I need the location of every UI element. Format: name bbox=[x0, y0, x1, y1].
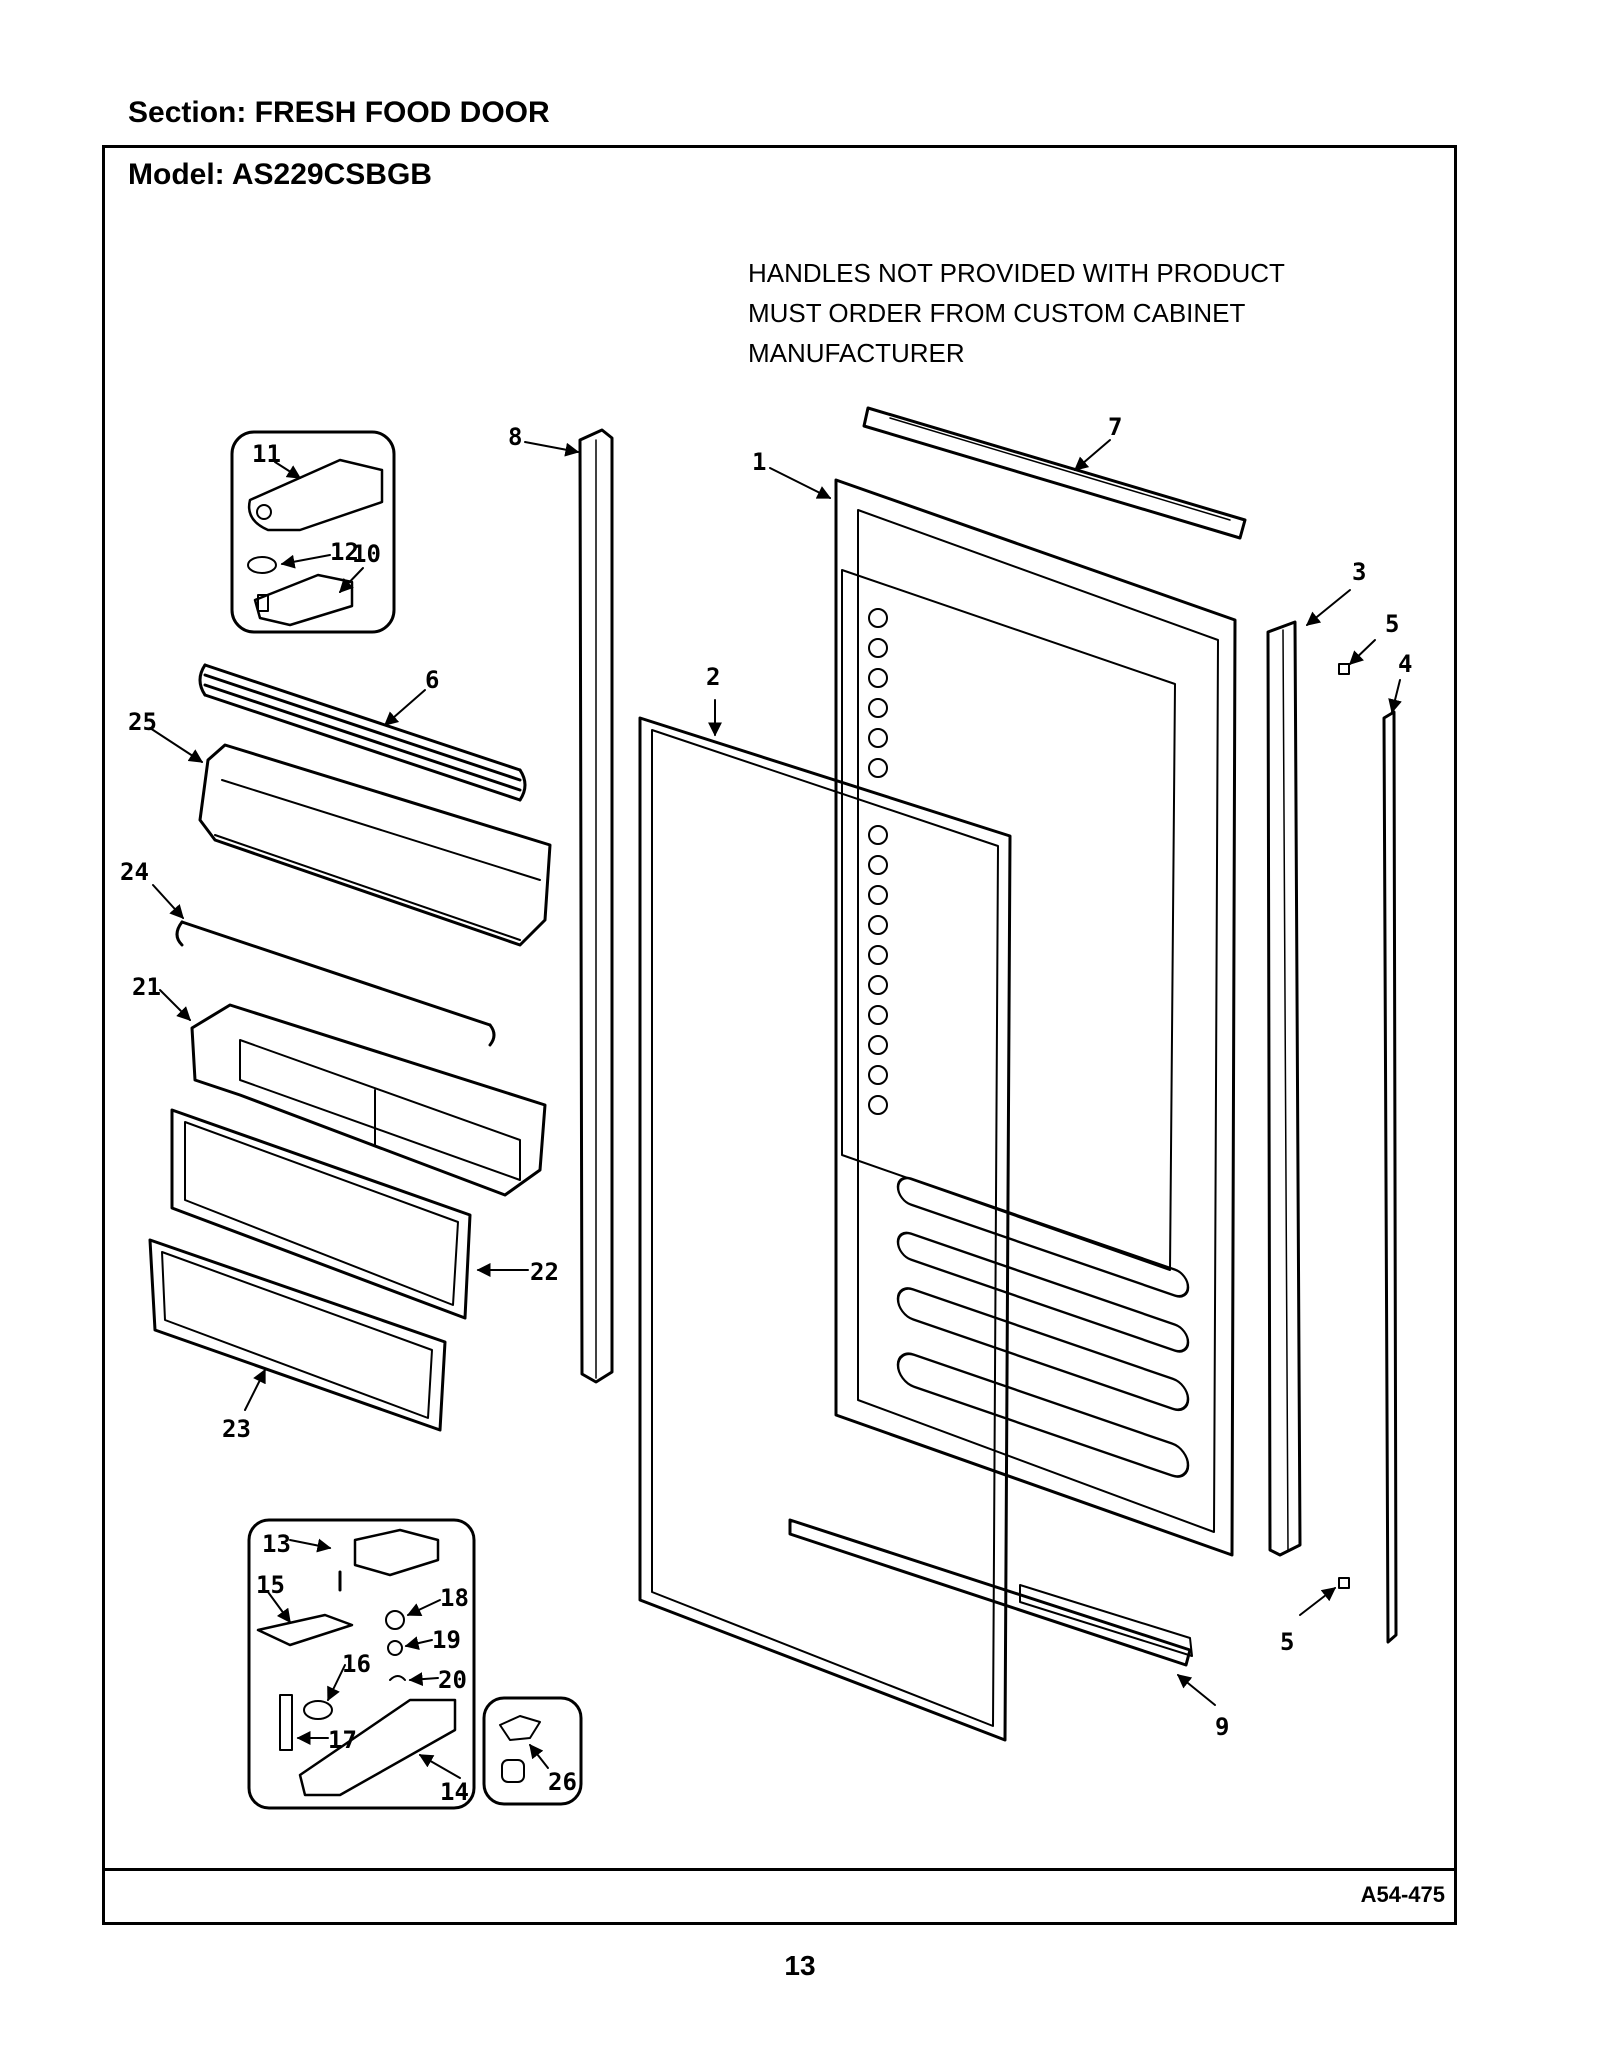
leader-19 bbox=[404, 1636, 433, 1650]
part-22-bin-front bbox=[170, 1108, 472, 1320]
leader-7 bbox=[1073, 439, 1111, 471]
leader-11 bbox=[274, 461, 302, 479]
leader-26 bbox=[529, 1743, 549, 1769]
callout-23: 23 bbox=[222, 1415, 251, 1443]
leader-13 bbox=[289, 1538, 332, 1553]
leader-24 bbox=[152, 884, 184, 920]
callout-2: 2 bbox=[706, 663, 720, 691]
leader-10 bbox=[339, 567, 364, 594]
footer-divider bbox=[102, 1868, 1457, 1871]
part-25-upper-bin bbox=[198, 743, 552, 947]
callout-24: 24 bbox=[120, 858, 149, 886]
leader-5-upper bbox=[1348, 639, 1376, 665]
leader-18 bbox=[406, 1599, 441, 1616]
leader-5-lower bbox=[1299, 1587, 1337, 1616]
callout-12: 12 bbox=[330, 538, 359, 566]
callout-9: 9 bbox=[1215, 1713, 1229, 1741]
leader-15 bbox=[267, 1591, 291, 1624]
callout-25: 25 bbox=[128, 708, 157, 736]
part-21-lower-bin bbox=[190, 1003, 547, 1197]
part-8-hinge-strip bbox=[578, 428, 614, 1384]
lower-hinge-inset bbox=[247, 1518, 476, 1810]
leader-9 bbox=[1176, 1674, 1216, 1706]
part-26-inset bbox=[482, 1696, 583, 1806]
callout-22: 22 bbox=[530, 1258, 559, 1286]
callout-6: 6 bbox=[425, 666, 439, 694]
part-2-door-gasket bbox=[638, 716, 1012, 1742]
callout-5-upper: 5 bbox=[1385, 610, 1399, 638]
callout-26: 26 bbox=[548, 1768, 577, 1796]
part-6-bin-rail bbox=[198, 663, 527, 802]
leader-16 bbox=[327, 1664, 346, 1702]
callout-15: 15 bbox=[256, 1571, 285, 1599]
callout-7: 7 bbox=[1108, 413, 1122, 441]
model-title: Model: AS229CSBGB bbox=[128, 158, 432, 191]
callout-20: 20 bbox=[438, 1666, 467, 1694]
callout-18: 18 bbox=[440, 1584, 469, 1612]
part-5-clip-lower bbox=[1338, 1577, 1350, 1589]
leader-20 bbox=[408, 1672, 439, 1687]
leader-23 bbox=[244, 1368, 266, 1411]
leader-6 bbox=[383, 689, 426, 726]
leader-21 bbox=[159, 989, 191, 1021]
part-3-side-strip bbox=[1266, 620, 1302, 1557]
handle-note-line-1: HANDLES NOT PROVIDED WITH PRODUCT bbox=[748, 258, 1285, 288]
callout-3: 3 bbox=[1352, 558, 1366, 586]
figure-code: A54-475 bbox=[1360, 1882, 1445, 1907]
part-23-bin-front bbox=[148, 1238, 447, 1432]
leader-14 bbox=[418, 1754, 461, 1779]
callout-14: 14 bbox=[440, 1778, 469, 1806]
callout-10: 10 bbox=[352, 540, 381, 568]
callout-16: 16 bbox=[342, 1650, 371, 1678]
leader-1 bbox=[769, 467, 832, 499]
part-1-door-panel bbox=[834, 478, 1237, 1557]
leader-4 bbox=[1388, 679, 1402, 714]
section-title: Section: FRESH FOOD DOOR bbox=[128, 96, 550, 129]
callout-19: 19 bbox=[432, 1626, 461, 1654]
part-4-handle-trim bbox=[1382, 710, 1398, 1644]
part-7-top-trim bbox=[862, 406, 1247, 540]
leader-12 bbox=[280, 554, 331, 569]
callout-21: 21 bbox=[132, 973, 161, 1001]
leader-25 bbox=[149, 727, 204, 763]
callout-5-lower: 5 bbox=[1280, 1628, 1294, 1656]
leader-3 bbox=[1305, 589, 1351, 626]
part-24-bin-rail bbox=[175, 920, 496, 1047]
part-9-bottom-trim bbox=[788, 1518, 1193, 1667]
callout-17: 17 bbox=[328, 1726, 357, 1754]
handle-note-line-2: MUST ORDER FROM CUSTOM CABINET bbox=[748, 298, 1246, 328]
handle-note-line-3: MANUFACTURER bbox=[748, 338, 965, 368]
callout-8: 8 bbox=[508, 423, 522, 451]
diagram-frame bbox=[102, 145, 1457, 1925]
upper-hinge-inset bbox=[230, 430, 396, 634]
callout-1: 1 bbox=[752, 448, 766, 476]
leader-8 bbox=[524, 441, 580, 457]
part-5-clip-upper bbox=[1338, 663, 1350, 675]
callout-4: 4 bbox=[1398, 650, 1412, 678]
callout-13: 13 bbox=[262, 1530, 291, 1558]
callout-11: 11 bbox=[252, 440, 281, 468]
page-number: 13 bbox=[784, 1950, 816, 1981]
